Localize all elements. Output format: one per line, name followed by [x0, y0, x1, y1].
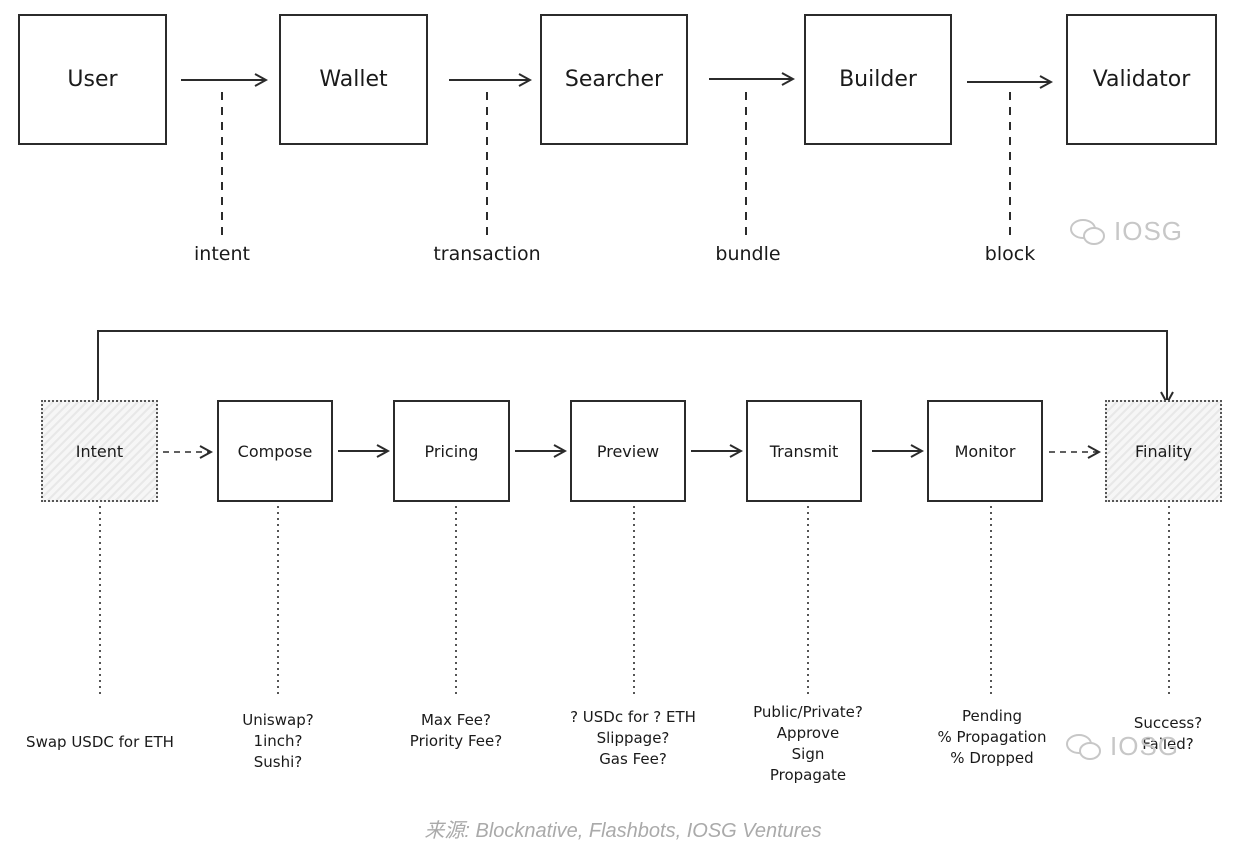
- node-searcher-label: Searcher: [564, 67, 664, 92]
- node-searcher: Searcher: [540, 14, 688, 145]
- node-builder-label: Builder: [839, 67, 917, 92]
- node-transmit: Transmit: [746, 400, 862, 502]
- note-transmit: Public/Private? Approve Sign Propagate: [734, 702, 882, 786]
- watermark-text: IOSG: [1110, 731, 1180, 761]
- node-user: User: [18, 14, 167, 145]
- node-user-label: User: [67, 67, 118, 92]
- node-compose: Compose: [217, 400, 333, 502]
- label-block: block: [984, 243, 1036, 265]
- wechat-icon: [1070, 218, 1105, 245]
- node-monitor: Monitor: [927, 400, 1043, 502]
- note-line: Sign: [791, 745, 825, 763]
- note-pricing: Max Fee? Priority Fee?: [392, 710, 520, 752]
- note-line: Failed?: [1142, 735, 1194, 753]
- watermark-top: IOSG: [1068, 216, 1183, 247]
- loop-intent-finality: [97, 330, 1167, 403]
- source-caption: 来源: Blocknative, Flashbots, IOSG Venture…: [424, 820, 822, 842]
- node-intent-label: Intent: [75, 441, 124, 461]
- note-compose: Uniswap? 1inch? Sushi?: [214, 710, 342, 773]
- label-intent: intent: [194, 243, 250, 265]
- node-builder: Builder: [804, 14, 952, 145]
- node-pricing-label: Pricing: [424, 441, 479, 461]
- note-line: ? USDc for ? ETH: [570, 708, 696, 726]
- note-line: Pending: [962, 707, 1022, 725]
- note-preview: ? USDc for ? ETH Slippage? Gas Fee?: [548, 707, 718, 770]
- note-line: Swap USDC for ETH: [26, 733, 174, 751]
- node-finality-label: Finality: [1134, 441, 1193, 461]
- note-line: Slippage?: [596, 729, 670, 747]
- node-validator-label: Validator: [1092, 67, 1191, 92]
- node-wallet: Wallet: [279, 14, 428, 145]
- note-finality: Success? Failed?: [1118, 713, 1218, 755]
- node-validator: Validator: [1066, 14, 1217, 145]
- note-line: Public/Private?: [753, 703, 863, 721]
- note-line: Sushi?: [253, 753, 303, 771]
- note-line: 1inch?: [253, 732, 303, 750]
- node-compose-label: Compose: [237, 441, 313, 461]
- label-transaction: transaction: [433, 243, 541, 265]
- node-preview-label: Preview: [596, 441, 660, 461]
- node-intent: Intent: [41, 400, 158, 502]
- note-line: Priority Fee?: [409, 732, 503, 750]
- node-finality: Finality: [1105, 400, 1222, 502]
- note-line: Uniswap?: [242, 711, 314, 729]
- note-line: Max Fee?: [420, 711, 491, 729]
- node-wallet-label: Wallet: [319, 67, 388, 92]
- watermark-text: IOSG: [1114, 216, 1184, 246]
- node-pricing: Pricing: [393, 400, 510, 502]
- label-bundle: bundle: [715, 243, 781, 265]
- note-intent: Swap USDC for ETH: [4, 732, 196, 753]
- node-monitor-label: Monitor: [954, 441, 1016, 461]
- note-line: Success?: [1133, 714, 1203, 732]
- node-transmit-label: Transmit: [769, 441, 839, 461]
- note-line: Approve: [776, 724, 840, 742]
- note-line: Propagate: [769, 766, 847, 784]
- note-line: Gas Fee?: [599, 750, 667, 768]
- node-preview: Preview: [570, 400, 686, 502]
- watermark-bottom: IOSG: [1064, 731, 1179, 762]
- note-line: % Dropped: [950, 749, 1034, 767]
- note-monitor: Pending % Propagation % Dropped: [920, 706, 1064, 769]
- wechat-icon: [1066, 733, 1101, 760]
- note-line: % Propagation: [937, 728, 1047, 746]
